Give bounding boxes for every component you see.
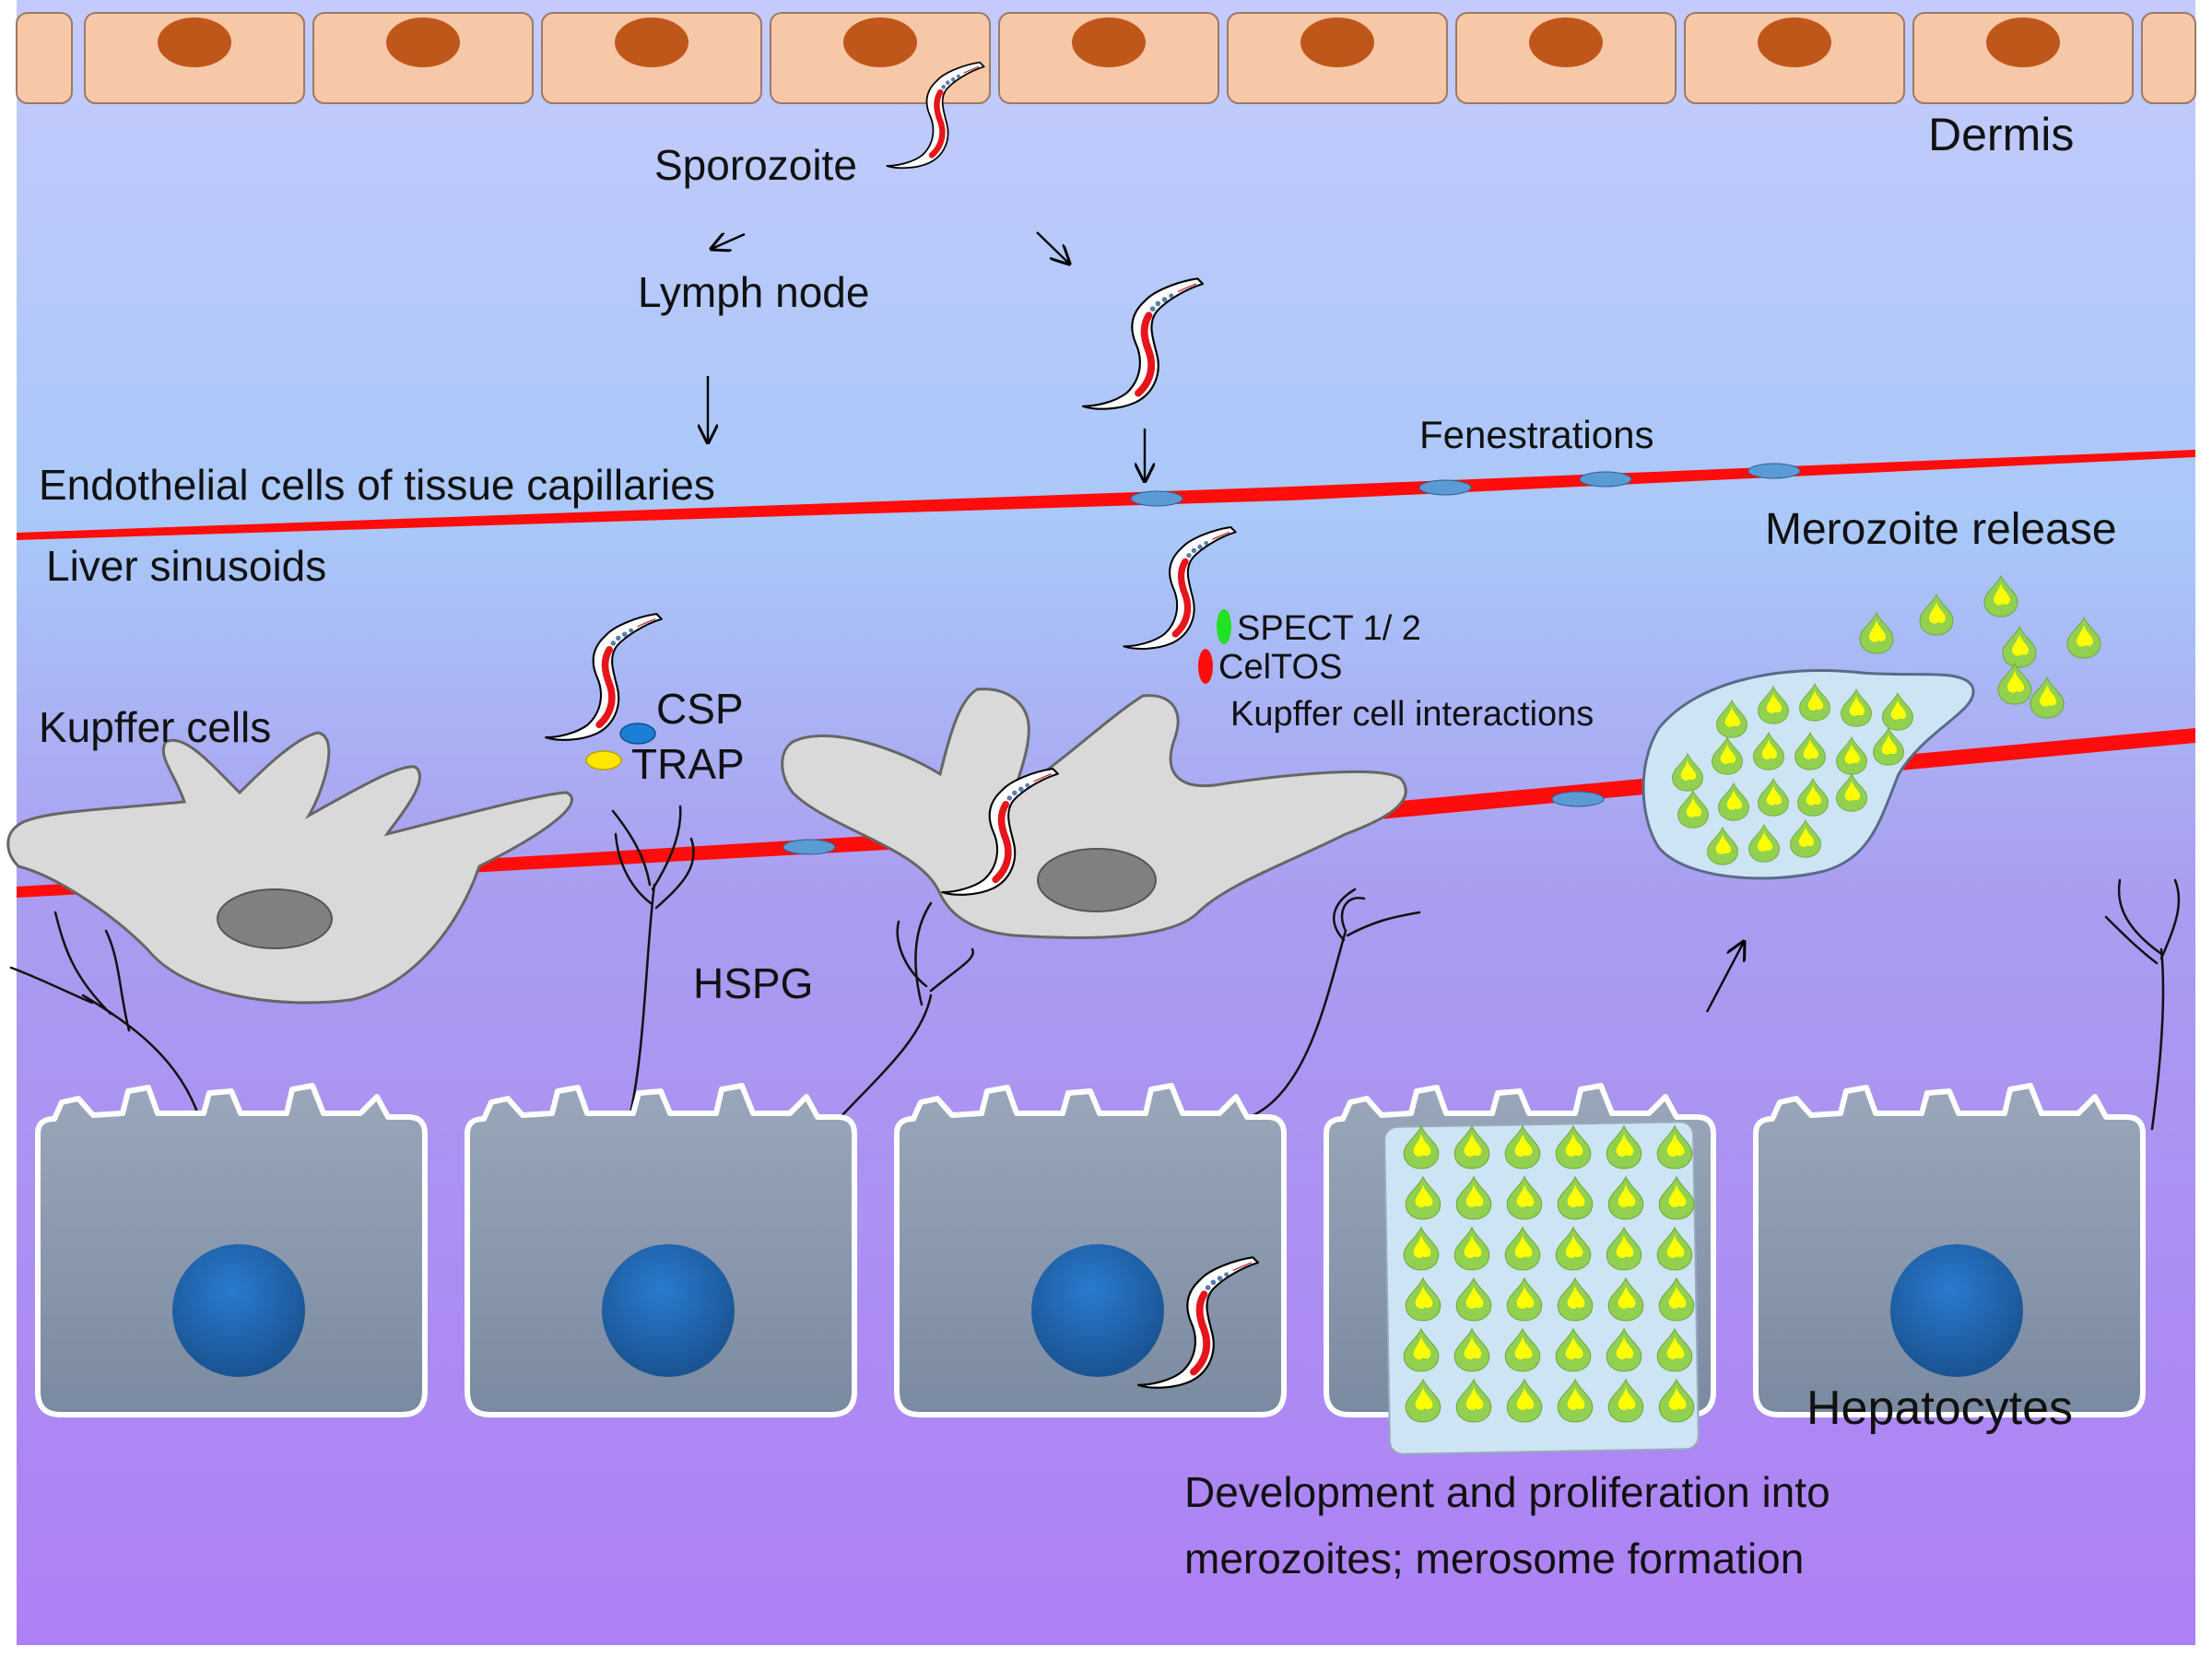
arrow-to-bloodstream: [1036, 231, 1069, 264]
hepatocyte-nucleus: [172, 1244, 305, 1377]
hspg-strand: [1252, 888, 1421, 1117]
capillary-wall-lower: [17, 728, 2195, 898]
label-merozoite-release: Merozoite release: [1765, 505, 2117, 554]
label-lymph-node: Lymph node: [638, 268, 869, 316]
dermis-cell: [1684, 12, 1905, 104]
arrow-merozoite-release: [1705, 942, 1744, 1013]
hepatocyte-nucleus: [602, 1244, 735, 1377]
hepatocyte: [467, 1086, 854, 1415]
dermis-cell-row: [16, 12, 2196, 104]
label-fenestrations: Fenestrations: [1419, 413, 1653, 456]
hspg-strand: [611, 805, 695, 1131]
fenestration: [1130, 490, 1183, 507]
capillary-wall-upper: [17, 450, 2195, 540]
fenestration: [782, 839, 836, 855]
celtos-marker: [1198, 649, 1213, 684]
trap-marker: [585, 750, 622, 770]
kupffer-cell-left: [6, 731, 573, 1005]
label-trap: TRAP: [631, 740, 745, 788]
label-liver-sinusoids: Liver sinusoids: [46, 542, 326, 590]
csp-marker: [619, 723, 656, 745]
dermis-cell: [84, 12, 305, 104]
fenestration: [1747, 463, 1801, 479]
dermis-cell: [2141, 12, 2196, 104]
fenestrations: [782, 463, 1801, 855]
hspg-strand: [828, 901, 974, 1131]
hepatocyte: [897, 1086, 1284, 1415]
kupffer-cell-center: [781, 688, 1407, 939]
dermis-cell: [998, 12, 1219, 104]
label-dermis: Dermis: [1928, 109, 2074, 160]
fenestration: [1551, 791, 1605, 807]
hepatocyte-row: [38, 1086, 2143, 1415]
dermis-cell: [1455, 12, 1677, 104]
hepatocyte: [38, 1086, 425, 1415]
fenestration: [1418, 479, 1472, 496]
spect-marker: [1217, 609, 1231, 644]
dermis-cell: [541, 12, 762, 104]
label-csp: CSP: [656, 685, 744, 733]
hspg-strand: [9, 911, 205, 1131]
labels: Dermis Sporozoite Lymph node Fenestratio…: [39, 109, 2117, 1582]
label-development-line1: Development and proliferation into: [1184, 1468, 1830, 1516]
fenestration: [1579, 471, 1632, 488]
label-hspg: HSPG: [693, 959, 813, 1007]
hepatocyte-nucleus: [1031, 1244, 1164, 1377]
dermis-cell: [1227, 12, 1448, 104]
dermis-cell: [16, 12, 73, 104]
dermis-cell: [312, 12, 534, 104]
dermis-cell: [770, 12, 991, 104]
label-spect: SPECT 1/ 2: [1237, 609, 1421, 648]
label-development-line2: merozoites; merosome formation: [1184, 1535, 1804, 1582]
hepatocyte-nucleus: [1890, 1244, 2023, 1377]
pathway-arrows: [708, 231, 1744, 1013]
label-hepatocytes: Hepatocytes: [1806, 1382, 2073, 1435]
hspg-strands: [9, 805, 2181, 1131]
dermis-cell: [1912, 12, 2134, 104]
label-kupffer-cells: Kupffer cells: [39, 703, 271, 751]
label-endothelial-cells: Endothelial cells of tissue capillaries: [39, 461, 715, 509]
label-sporozoite: Sporozoite: [654, 141, 857, 189]
label-kupffer-interactions: Kupffer cell interactions: [1230, 695, 1594, 734]
hspg-strand: [2104, 878, 2181, 1131]
hepatocyte: [1756, 1086, 2143, 1415]
arrow-to-lymph-node: [712, 234, 746, 249]
label-celtos: CelTOS: [1218, 648, 1342, 687]
